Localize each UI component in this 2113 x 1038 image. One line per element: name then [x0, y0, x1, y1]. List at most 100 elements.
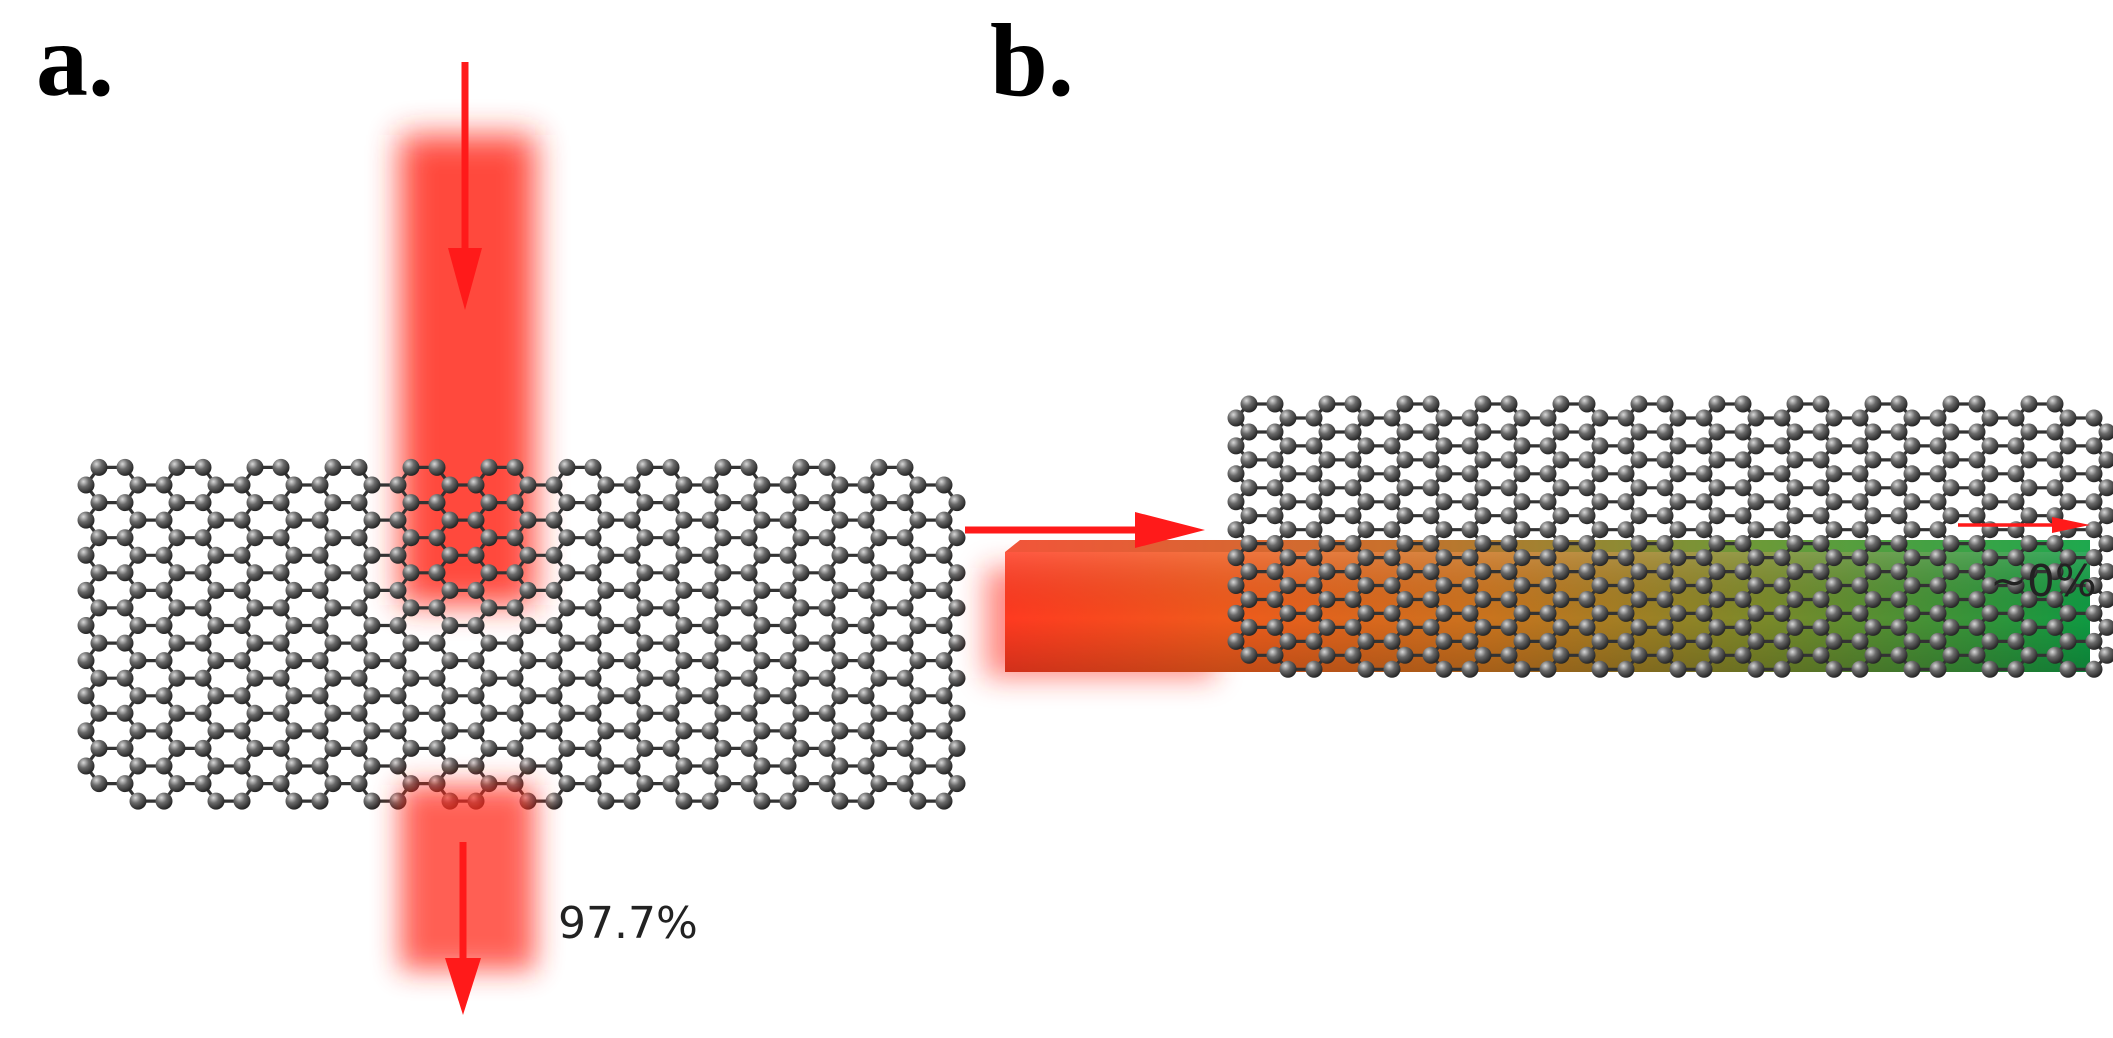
carbon-atom — [545, 792, 563, 810]
carbon-atom — [1240, 563, 1258, 581]
carbon-atom — [2098, 423, 2113, 441]
carbon-atom — [1578, 451, 1596, 469]
carbon-atom — [662, 529, 680, 547]
carbon-atom — [857, 687, 875, 705]
carbon-atom — [558, 599, 576, 617]
carbon-atom — [584, 669, 602, 687]
carbon-atom — [1929, 604, 1947, 622]
carbon-atom — [1435, 409, 1453, 427]
carbon-atom — [1513, 604, 1531, 622]
carbon-atom — [1734, 451, 1752, 469]
carbon-atom — [1656, 563, 1674, 581]
carbon-atom — [1513, 409, 1531, 427]
carbon-atom — [870, 739, 888, 757]
carbon-atom — [740, 564, 758, 582]
carbon-atom — [1500, 423, 1518, 441]
carbon-atom — [77, 511, 95, 529]
carbon-atom — [1552, 395, 1570, 413]
carbon-atom — [2020, 563, 2038, 581]
carbon-atom — [1240, 535, 1258, 553]
carbon-atom — [1617, 409, 1635, 427]
carbon-atom — [701, 652, 719, 670]
carbon-atom — [1656, 423, 1674, 441]
carbon-atom — [597, 652, 615, 670]
carbon-atom — [2059, 577, 2077, 594]
carbon-atom — [818, 458, 836, 476]
carbon-atom — [1903, 604, 1921, 622]
carbon-atom — [1890, 423, 1908, 441]
carbon-atom — [1773, 632, 1791, 650]
carbon-atom — [246, 634, 264, 652]
carbon-atom — [350, 775, 368, 793]
carbon-atom — [428, 704, 446, 722]
carbon-atom — [272, 494, 290, 512]
carbon-atom — [857, 757, 875, 775]
carbon-atom — [311, 581, 329, 599]
carbon-atom — [116, 704, 134, 722]
carbon-atom — [506, 529, 524, 547]
carbon-atom — [1474, 451, 1492, 469]
carbon-atom — [1513, 493, 1531, 511]
carbon-atom — [1383, 465, 1401, 483]
carbon-atom — [1630, 507, 1648, 525]
carbon-atom — [1981, 604, 1999, 622]
carbon-atom — [714, 564, 732, 582]
carbon-atom — [558, 529, 576, 547]
carbon-atom — [311, 511, 329, 529]
carbon-atom — [714, 458, 732, 476]
carbon-atom — [1266, 479, 1284, 497]
carbon-atom — [818, 599, 836, 617]
carbon-atom — [909, 617, 927, 634]
carbon-atom — [506, 599, 524, 617]
carbon-atom — [584, 494, 602, 512]
carbon-atom — [584, 634, 602, 652]
carbon-atom — [207, 511, 225, 529]
carbon-atom — [792, 564, 810, 582]
carbon-atom — [740, 599, 758, 617]
carbon-atom — [129, 581, 147, 599]
carbon-atom — [1708, 591, 1726, 608]
carbon-atom — [168, 458, 186, 476]
carbon-atom — [779, 722, 797, 740]
carbon-atom — [1318, 507, 1336, 525]
carbon-atom — [1305, 437, 1323, 455]
carbon-atom — [2046, 618, 2064, 636]
carbon-atom — [1435, 660, 1453, 678]
carbon-atom — [324, 634, 342, 652]
carbon-atom — [389, 652, 407, 670]
carbon-atom — [584, 458, 602, 476]
carbon-atom — [155, 511, 173, 529]
carbon-atom — [2059, 632, 2077, 650]
carbon-atom — [519, 546, 537, 564]
carbon-atom — [233, 617, 251, 634]
carbon-atom — [1617, 437, 1635, 455]
carbon-atom — [194, 494, 212, 512]
carbon-atom — [597, 722, 615, 740]
carbon-atom — [1747, 437, 1765, 455]
carbon-atom — [129, 476, 147, 494]
carbon-atom — [935, 722, 953, 740]
carbon-atom — [584, 599, 602, 617]
carbon-atom — [1812, 479, 1830, 497]
carbon-atom — [285, 792, 303, 810]
carbon-atom — [935, 546, 953, 564]
carbon-atom — [792, 739, 810, 757]
carbon-atom — [675, 511, 693, 529]
carbon-atom — [1968, 479, 1986, 497]
carbon-atom — [467, 652, 485, 670]
carbon-atom — [740, 634, 758, 652]
carbon-atom — [675, 546, 693, 564]
carbon-atom — [2085, 660, 2103, 678]
carbon-atom — [168, 775, 186, 793]
carbon-atom — [896, 704, 914, 722]
carbon-atom — [896, 494, 914, 512]
carbon-atom — [90, 739, 108, 757]
carbon-atom — [1396, 563, 1414, 581]
carbon-atom — [272, 704, 290, 722]
carbon-atom — [311, 546, 329, 564]
carbon-atom — [558, 739, 576, 757]
carbon-atom — [1630, 423, 1648, 441]
transmitted-beam — [400, 785, 535, 970]
carbon-atom — [1383, 549, 1401, 567]
carbon-atom — [506, 704, 524, 722]
